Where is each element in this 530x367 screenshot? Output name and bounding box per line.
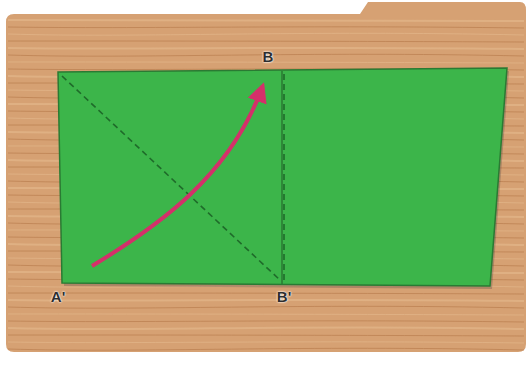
center-crease [281,71,283,284]
fold-arrow [92,88,262,266]
point-label: B' [277,288,291,305]
wood-stripe [8,293,524,294]
diagonal-fold-line [62,76,281,281]
wood-stripe [8,41,524,42]
wood-stripe [8,327,524,329]
point-label: B [263,48,274,65]
wood-grain [8,20,524,350]
green-paper [58,68,507,286]
wood-stripe [8,20,524,21]
vertical-fold-line [283,74,285,281]
wood-stripe [8,342,524,343]
wood-stripe [8,33,524,35]
wood-stripe [8,348,524,350]
wood-stripe [8,27,524,28]
wood-stripe [8,314,524,315]
wood-stripe [8,321,524,322]
wood-stripe [8,306,524,308]
wood-board [6,2,526,352]
point-label: A' [51,288,65,305]
wood-stripe [8,335,524,336]
wood-stripe [8,300,524,301]
